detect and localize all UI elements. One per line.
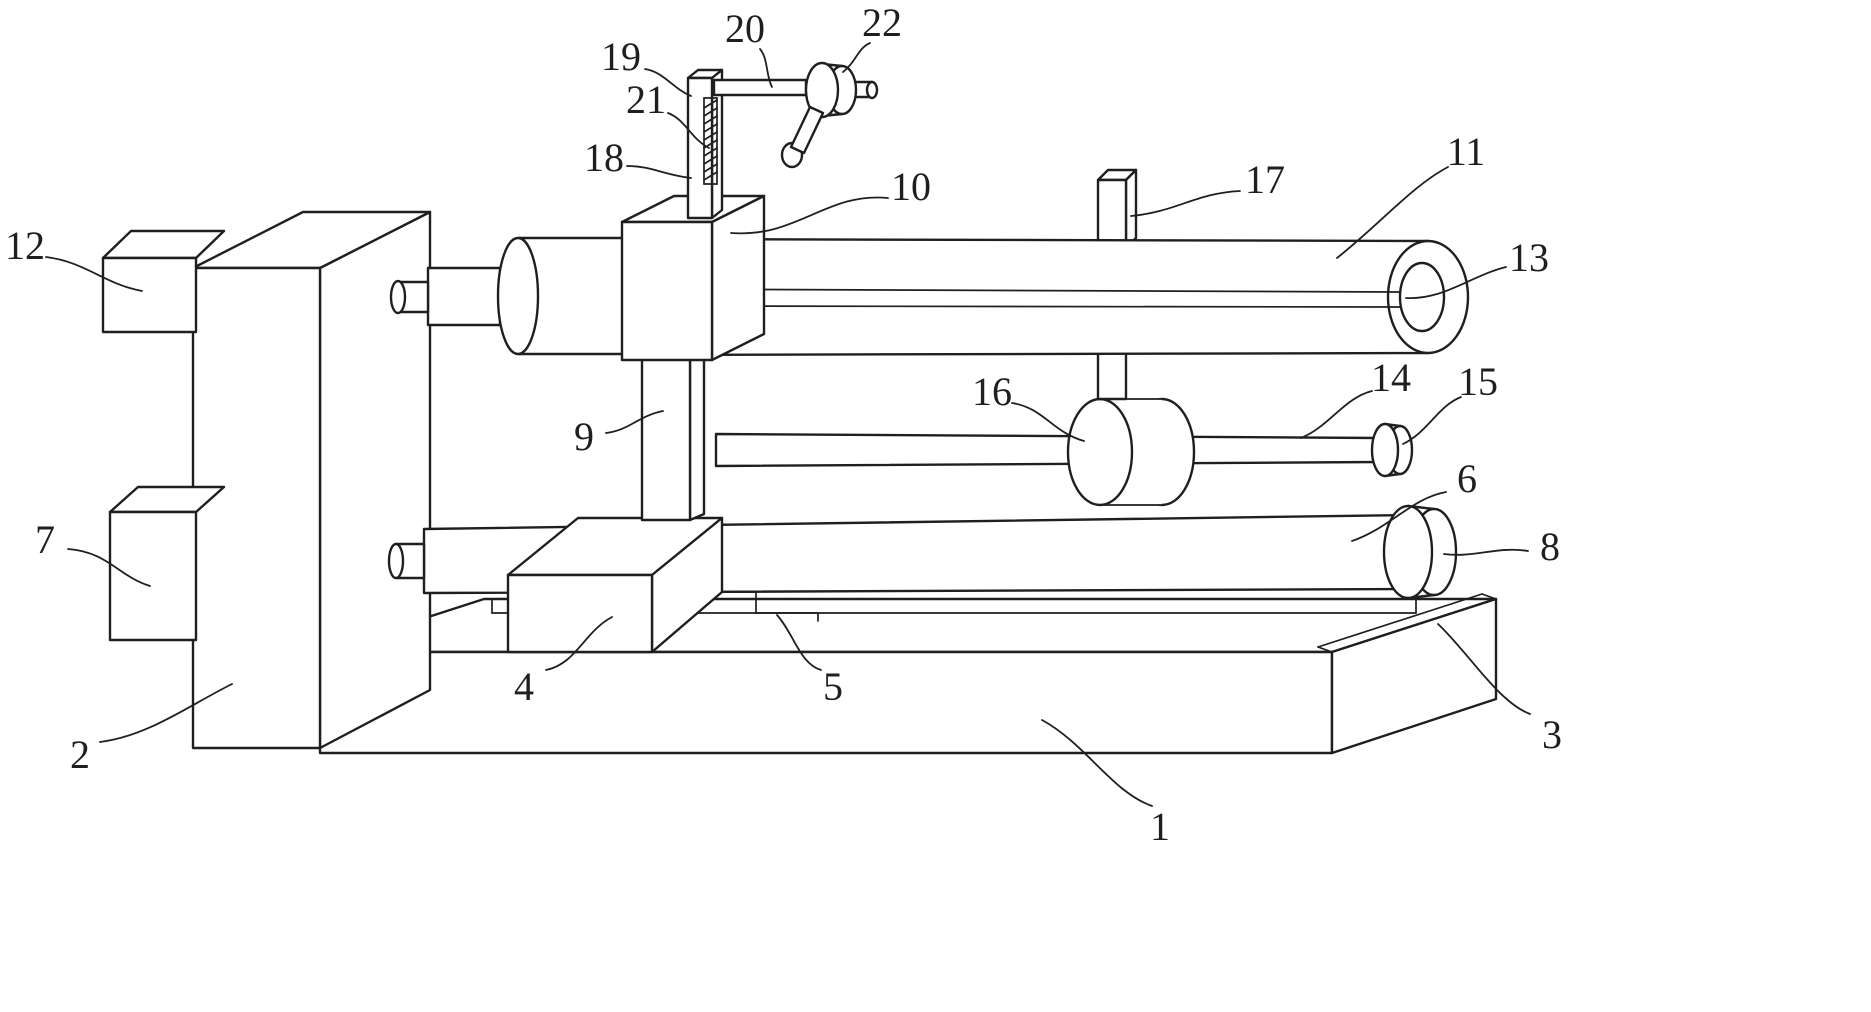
- roller-core-line-bottom: [639, 305, 1401, 308]
- part-label-12: 12: [5, 223, 45, 268]
- leader-line-4: [545, 616, 613, 671]
- part-label-17: 17: [1245, 157, 1285, 202]
- leader-line-9: [605, 410, 664, 434]
- leader-line-13: [1405, 266, 1507, 299]
- part-label-8: 8: [1540, 524, 1560, 569]
- support-block: [506, 516, 819, 654]
- part-label-14: 14: [1371, 355, 1411, 400]
- lower-roller-stub-cap: [387, 542, 405, 580]
- lower-roller-flange: [1382, 504, 1458, 600]
- part-label-11: 11: [1447, 129, 1486, 174]
- part-label-18: 18: [584, 135, 624, 180]
- leader-line-5: [776, 614, 822, 671]
- leader-line-14: [1300, 390, 1373, 439]
- part-label-3: 3: [1542, 712, 1562, 757]
- leader-line-18: [626, 165, 692, 179]
- part-labels: 1 2 3 4 5 6 7 8 9 10 11 12 13 14 15 16 1…: [5, 0, 1562, 849]
- leader-line-8: [1443, 548, 1529, 556]
- base-step: [1317, 593, 1497, 653]
- leader-line-21: [667, 112, 710, 149]
- part-label-9: 9: [574, 414, 594, 459]
- carriage-front-face: [620, 220, 714, 362]
- base-right-face: [1330, 597, 1498, 755]
- part-label-7: 7: [35, 517, 55, 562]
- middle-shaft-body: [714, 432, 1380, 468]
- wall-front-face: [191, 266, 322, 750]
- leader-line-16: [1011, 402, 1085, 442]
- leader-line-20: [759, 48, 773, 88]
- part-label-6: 6: [1457, 456, 1477, 501]
- part-label-20: 20: [725, 6, 765, 51]
- leader-line-11: [1336, 166, 1449, 259]
- column-front-face: [640, 356, 692, 522]
- top-roller-step-shaft: [426, 266, 502, 327]
- shaft-end-cap: [1370, 422, 1414, 478]
- part-label-21: 21: [626, 77, 666, 122]
- upper-drive-box: [101, 229, 226, 334]
- lift-post: [686, 68, 724, 220]
- handwheel: [780, 61, 879, 169]
- carriage-side-face: [710, 194, 766, 362]
- leader-line-22: [842, 42, 871, 73]
- part-label-16: 16: [972, 369, 1012, 414]
- bearing-end-face: [496, 236, 540, 356]
- base-platform: [318, 593, 1498, 755]
- slide-step: [721, 591, 819, 622]
- leader-line-10: [730, 196, 889, 235]
- lift-post-front-face: [686, 76, 714, 220]
- leader-line-2: [99, 683, 233, 743]
- top-roller-stub-cap: [389, 279, 407, 315]
- hanger-post-side-face: [1124, 168, 1138, 249]
- column-side-face: [688, 350, 706, 522]
- hanger-post-lower: [1096, 350, 1128, 401]
- flange-inner-disc: [1382, 504, 1434, 600]
- crank-handle: [780, 105, 825, 169]
- leader-line-7: [67, 548, 151, 587]
- part-label-1: 1: [1150, 804, 1170, 849]
- press-wheel-front-disc: [1066, 397, 1134, 507]
- middle-shaft: [714, 432, 1380, 468]
- part-label-15: 15: [1458, 359, 1498, 404]
- part-label-4: 4: [514, 664, 534, 709]
- press-wheel: [1066, 397, 1196, 507]
- carriage-block: [620, 194, 766, 362]
- part-label-10: 10: [891, 164, 931, 209]
- leader-line-3: [1437, 623, 1531, 715]
- support-column: [640, 350, 706, 522]
- top-arm: [712, 78, 808, 97]
- hanger-post-front-face: [1096, 178, 1128, 249]
- part-label-13: 13: [1509, 235, 1549, 280]
- leader-line-17: [1130, 190, 1241, 217]
- roller-core-line-top: [639, 288, 1401, 293]
- leader-line-1: [1041, 719, 1153, 807]
- handwheel-stub-cap: [865, 80, 879, 100]
- left-wall: [191, 210, 432, 750]
- block-front-face: [506, 573, 654, 654]
- leader-line-6: [1351, 491, 1447, 542]
- rack-strip: [703, 97, 718, 185]
- leader-lines: [45, 42, 1531, 807]
- part-label-19: 19: [601, 34, 641, 79]
- lower-drive-box: [108, 485, 226, 642]
- top-roller: [389, 236, 1470, 357]
- part-label-2: 2: [70, 732, 90, 777]
- base-top-face: [318, 597, 1498, 654]
- leader-line-15: [1402, 396, 1462, 445]
- part-label-5: 5: [823, 664, 843, 709]
- part-label-22: 22: [862, 0, 902, 45]
- leader-line-19: [644, 68, 692, 97]
- leader-line-12: [45, 256, 143, 292]
